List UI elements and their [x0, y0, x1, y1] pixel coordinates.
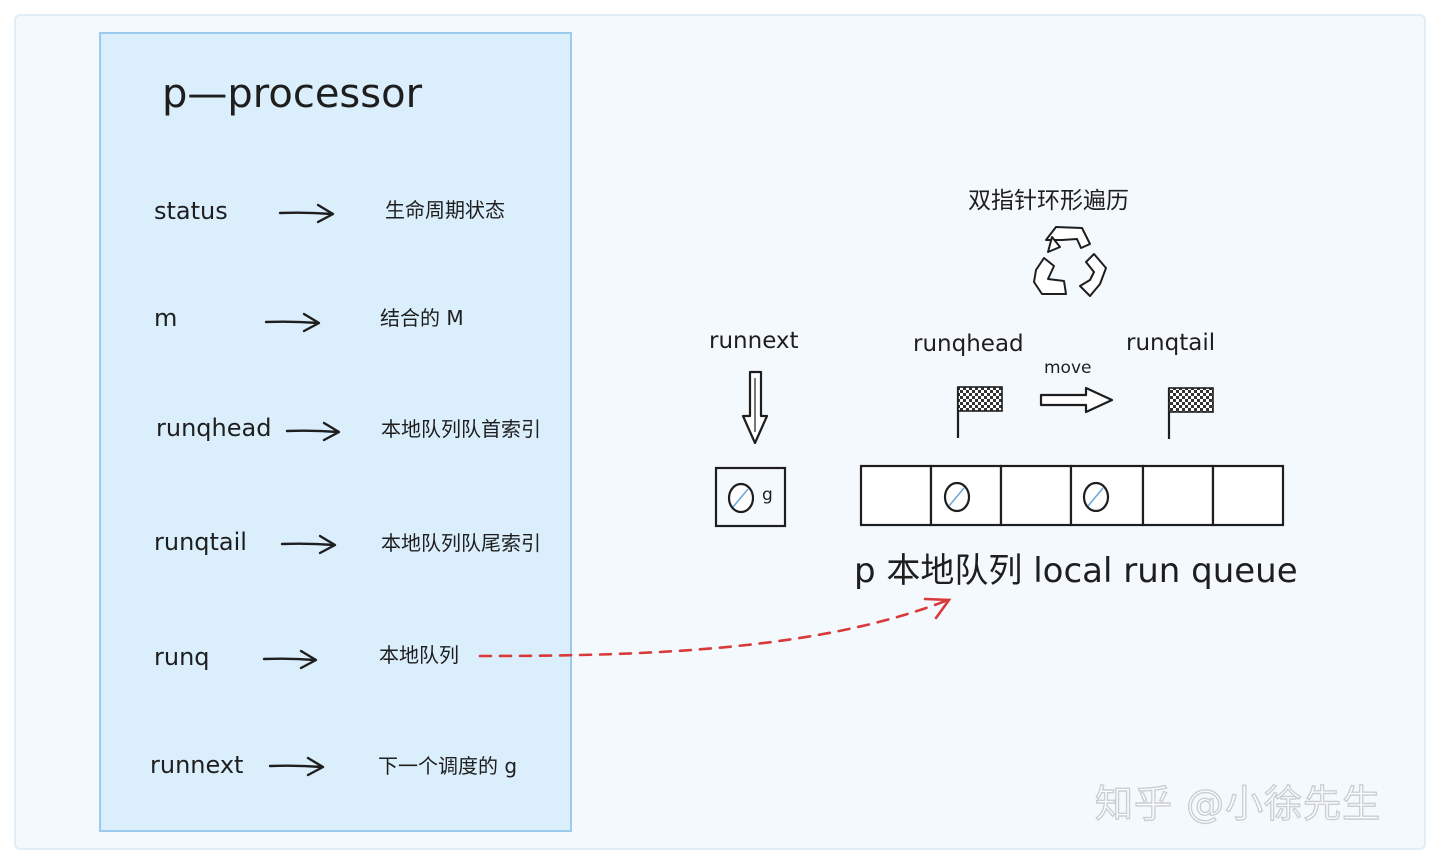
arrow-right-icon [262, 649, 318, 670]
goroutine-icon [1082, 481, 1110, 513]
queue-title: p 本地队列 local run queue [854, 551, 1298, 591]
desc-status: 生命周期状态 [385, 198, 505, 222]
arrow-right-icon [278, 203, 335, 224]
arrow-right-icon [264, 312, 321, 333]
recycle-icon [1033, 226, 1107, 297]
watermark: 知乎 @小徐先生 [1094, 782, 1382, 826]
field-runqhead: runqhead [156, 414, 272, 442]
checkered-flag-icon [1167, 387, 1214, 439]
down-arrow-icon [741, 370, 769, 445]
arrow-right-icon [280, 534, 337, 555]
panel-title: p—processor [162, 71, 423, 117]
runq-link-arrow [478, 597, 952, 658]
desc-m: 结合的 M [380, 306, 464, 330]
field-status: status [154, 197, 228, 225]
traversal-label: 双指针环形遍历 [968, 188, 1129, 214]
desc-runq: 本地队列 [379, 643, 459, 667]
runqhead-label: runqhead [913, 331, 1024, 357]
run-queue [859, 464, 1285, 527]
arrow-right-icon [268, 756, 325, 777]
queue-slot [999, 464, 1073, 527]
desc-runnext: 下一个调度的 g [378, 754, 518, 778]
field-m: m [154, 304, 178, 332]
field-runq: runq [154, 643, 210, 671]
goroutine-icon [727, 482, 755, 514]
checkered-flag-icon [956, 386, 1003, 438]
move-arrow-icon [1039, 386, 1114, 414]
desc-runqtail: 本地队列队尾索引 [381, 531, 541, 555]
runqtail-label: runqtail [1126, 330, 1216, 356]
queue-slot [1141, 464, 1215, 527]
queue-slot [1211, 464, 1285, 527]
runnext-label: runnext [709, 328, 799, 354]
desc-runqhead: 本地队列队首索引 [381, 417, 541, 441]
runnext-slot [714, 466, 787, 528]
field-runqtail: runqtail [154, 528, 247, 556]
move-label: move [1044, 358, 1092, 378]
arrow-right-icon [285, 421, 341, 442]
g-label-runnext: g [762, 485, 773, 505]
queue-slot [859, 464, 933, 527]
goroutine-icon [943, 481, 971, 513]
field-runnext: runnext [150, 751, 244, 779]
